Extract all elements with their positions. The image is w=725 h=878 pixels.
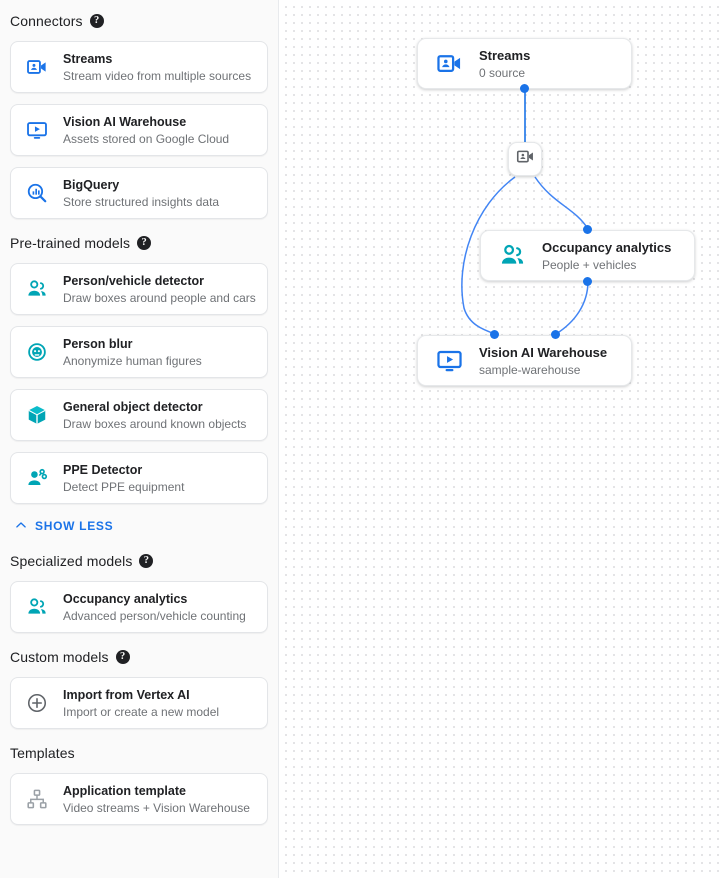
help-icon[interactable]: ? [137,236,152,250]
section-title: Connectors [10,13,83,29]
sidebar-item-occupancy-analytics[interactable]: Occupancy analytics Advanced person/vehi… [10,581,268,633]
hierarchy-icon [25,787,49,811]
sidebar-item-desc: Draw boxes around known objects [63,416,247,431]
edge-router-to-occupancy [534,176,589,230]
section-title: Custom models [10,649,109,665]
section-title: Specialized models [10,553,133,569]
section-header-pre-trained-models: Pre-trained models ? [10,233,268,253]
help-icon[interactable]: ? [89,14,104,28]
sidebar-item-text: Person blur Anonymize human figures [63,336,202,369]
port-streams-output[interactable] [520,84,529,93]
sidebar-item-text: Streams Stream video from multiple sourc… [63,51,251,84]
cube-icon [25,403,49,427]
sidebar-item-label: General object detector [63,399,203,414]
sidebar-item-vision-ai-warehouse[interactable]: Vision AI Warehouse Assets stored on Goo… [10,104,268,156]
sidebar-item-text: Import from Vertex AI Import or create a… [63,687,219,720]
port-warehouse-input-1[interactable] [490,330,499,339]
sidebar-item-general-object-detector[interactable]: General object detector Draw boxes aroun… [10,389,268,441]
port-warehouse-input-2[interactable] [551,330,560,339]
sidebar-item-desc: Store structured insights data [63,194,220,209]
video-camera-icon [516,147,535,171]
sidebar-item-bigquery[interactable]: BigQuery Store structured insights data [10,167,268,219]
section-header-specialized-models: Specialized models ? [10,551,268,571]
sidebar-item-label: Person/vehicle detector [63,273,205,288]
sidebar-item-ppe-detector[interactable]: PPE Detector Detect PPE equipment [10,452,268,504]
section-header-connectors: Connectors ? [10,11,268,31]
section-title: Templates [10,745,75,761]
sidebar-item-text: General object detector Draw boxes aroun… [63,399,246,432]
tv-play-icon [25,118,49,142]
node-title: Occupancy analytics [542,239,672,255]
edge-occupancy-to-warehouse [555,280,589,335]
section-title: Pre-trained models [10,235,131,251]
sidebar-item-text: Person/vehicle detector Draw boxes aroun… [63,273,256,306]
node-text: Streams 0 source [479,47,530,81]
sidebar-item-import-from-vertex-ai[interactable]: Import from Vertex AI Import or create a… [10,677,268,729]
face-blur-icon [25,340,49,364]
help-icon[interactable]: ? [139,554,154,568]
sidebar-item-label: Vision AI Warehouse [63,114,187,129]
video-camera-icon [434,49,464,79]
people-icon [497,241,527,271]
node-title: Vision AI Warehouse [479,344,608,360]
component-sidebar: Connectors ? Streams Stream video from m… [0,0,279,878]
video-camera-icon [25,55,49,79]
node-subtitle: 0 source [479,65,526,80]
sidebar-item-text: BigQuery Store structured insights data [63,177,219,210]
bigquery-search-icon [25,181,49,205]
ppe-person-icon [25,466,49,490]
section-header-custom-models: Custom models ? [10,647,268,667]
sidebar-item-text: PPE Detector Detect PPE equipment [63,462,184,495]
sidebar-item-label: Import from Vertex AI [63,687,190,702]
node-stream-router[interactable] [508,142,542,176]
port-occupancy-output[interactable] [583,277,592,286]
node-streams[interactable]: Streams 0 source [417,38,632,89]
sidebar-item-desc: Draw boxes around people and cars [63,290,256,305]
sidebar-item-streams[interactable]: Streams Stream video from multiple sourc… [10,41,268,93]
node-title: Streams [479,47,531,63]
sidebar-item-person-vehicle-detector[interactable]: Person/vehicle detector Draw boxes aroun… [10,263,268,315]
sidebar-item-label: Streams [63,51,113,66]
chevron-up-icon [14,518,28,535]
node-vision-ai-warehouse[interactable]: Vision AI Warehouse sample-warehouse [417,335,632,386]
node-subtitle: People + vehicles [542,257,637,272]
sidebar-item-desc: Import or create a new model [63,704,220,719]
sidebar-item-label: Person blur [63,336,133,351]
sidebar-item-person-blur[interactable]: Person blur Anonymize human figures [10,326,268,378]
sidebar-item-label: BigQuery [63,177,120,192]
sidebar-item-desc: Assets stored on Google Cloud [63,131,230,146]
sidebar-item-desc: Anonymize human figures [63,353,202,368]
sidebar-item-text: Application template Video streams + Vis… [63,783,250,816]
sidebar-item-label: Application template [63,783,186,798]
sidebar-item-desc: Advanced person/vehicle counting [63,608,246,623]
tv-play-icon [434,346,464,376]
graph-canvas[interactable]: Streams 0 source [279,0,725,878]
help-icon[interactable]: ? [115,650,130,664]
people-icon [25,595,49,619]
section-header-templates: Templates [10,743,268,763]
sidebar-item-label: PPE Detector [63,462,143,477]
port-occupancy-input[interactable] [583,225,592,234]
plus-circle-icon [25,691,49,715]
show-less-button[interactable]: SHOW LESS [14,515,268,537]
people-icon [25,277,49,301]
sidebar-item-desc: Stream video from multiple sources [63,68,252,83]
node-subtitle: sample-warehouse [479,362,581,377]
sidebar-item-text: Occupancy analytics Advanced person/vehi… [63,591,246,624]
node-text: Occupancy analytics People + vehicles [542,239,671,273]
node-occupancy-analytics[interactable]: Occupancy analytics People + vehicles [480,230,695,281]
node-text: Vision AI Warehouse sample-warehouse [479,344,607,378]
show-less-label: SHOW LESS [35,519,114,533]
sidebar-item-application-template[interactable]: Application template Video streams + Vis… [10,773,268,825]
sidebar-item-desc: Detect PPE equipment [63,479,185,494]
sidebar-item-label: Occupancy analytics [63,591,188,606]
sidebar-item-desc: Video streams + Vision Warehouse [63,800,250,815]
sidebar-item-text: Vision AI Warehouse Assets stored on Goo… [63,114,229,147]
graph-edges [461,88,589,335]
